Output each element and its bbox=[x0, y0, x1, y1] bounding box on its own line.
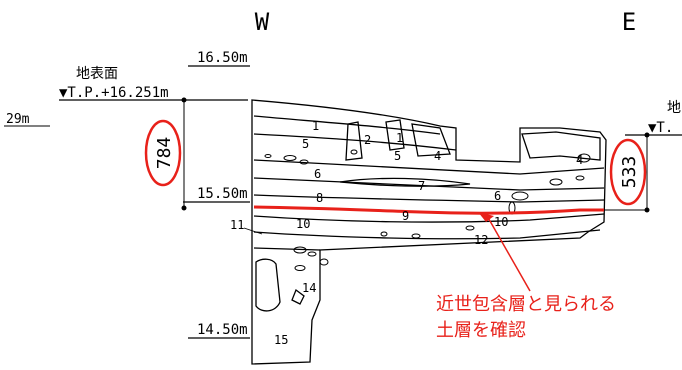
layer-labels: 1 1 2 4 4 5 5 6 6 7 8 9 10 10 11 12 14 1… bbox=[230, 119, 583, 347]
annotation-line-1: 近世包含層と見られる bbox=[436, 294, 616, 315]
elevation-mark-14-50: 14.50m bbox=[197, 322, 248, 338]
layer-label: 14 bbox=[302, 281, 316, 295]
annotation-leader bbox=[485, 213, 531, 292]
layer-label: 7 bbox=[418, 179, 425, 193]
ground-surface-label-right: 地 bbox=[667, 100, 681, 116]
layer-label: 15 bbox=[274, 333, 288, 347]
edge-elevation-left: 29m bbox=[6, 112, 30, 127]
dimension-left-value: 784 bbox=[154, 137, 175, 170]
west-label: W bbox=[255, 8, 270, 36]
layer-label: 2 bbox=[364, 133, 371, 147]
dimension-right-value: 533 bbox=[619, 156, 640, 189]
layer-label: 8 bbox=[316, 191, 323, 205]
highlighted-layer-line bbox=[253, 205, 604, 215]
ground-elevation-left: ▼T.P.+16.251m bbox=[59, 85, 169, 101]
annotation-line-2: 土層を確認 bbox=[436, 320, 526, 341]
layer-label: 11 bbox=[230, 218, 244, 232]
layer-label: 1 bbox=[396, 131, 403, 145]
dimension-left: 784 bbox=[144, 97, 187, 211]
layer-label: 9 bbox=[402, 209, 409, 223]
annotation-arrowhead bbox=[478, 212, 494, 222]
layer-label: 6 bbox=[314, 167, 321, 181]
inclusions bbox=[264, 149, 591, 271]
layer-label: 5 bbox=[394, 149, 401, 163]
elevation-mark-16-50: 16.50m bbox=[197, 50, 248, 66]
ground-elevation-right: ▼T. bbox=[648, 120, 673, 136]
elevation-mark-15-50: 15.50m bbox=[197, 186, 248, 202]
ground-surface-label: 地表面 bbox=[76, 66, 118, 82]
layer-label: 1 bbox=[312, 119, 319, 133]
layer-label: 10 bbox=[296, 217, 310, 231]
layer-label: 10 bbox=[494, 215, 508, 229]
layer-label: 6 bbox=[494, 189, 501, 203]
layer-label: 5 bbox=[302, 137, 309, 151]
layer-label: 4 bbox=[576, 153, 583, 167]
layer-label: 12 bbox=[474, 233, 488, 247]
east-label: E bbox=[622, 8, 636, 36]
layer-label: 4 bbox=[434, 149, 441, 163]
